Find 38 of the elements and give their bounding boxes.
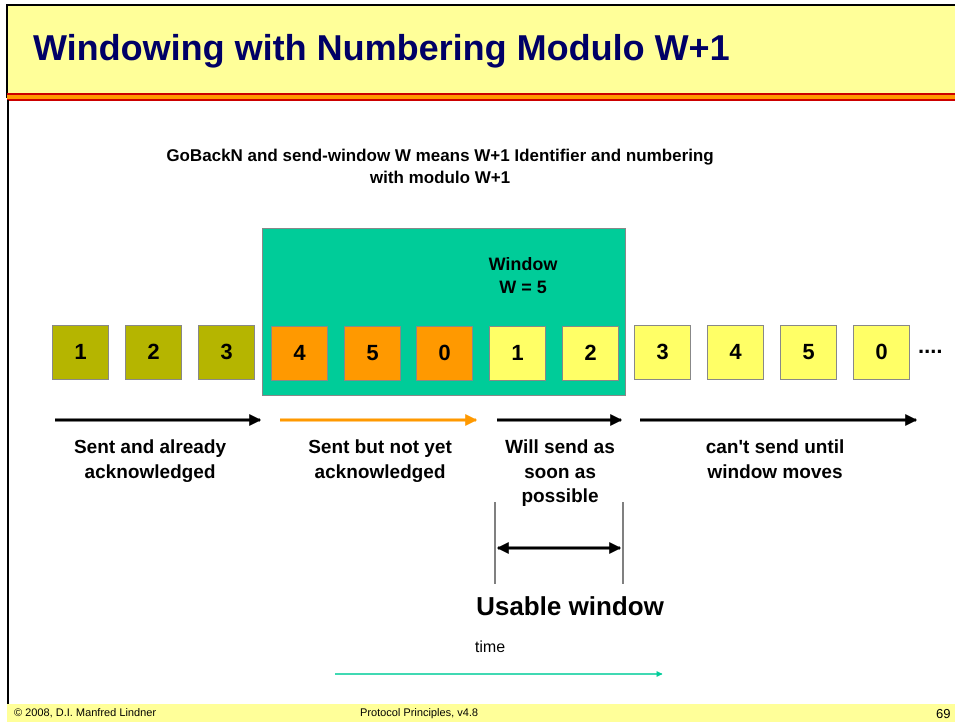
subtitle: GoBackN and send-window W means W+1 Identifier and numbering with modulo W+1 bbox=[165, 145, 715, 190]
footer-text: Protocol Principles, v4.8 bbox=[360, 706, 479, 720]
page-number: 69 bbox=[936, 706, 952, 722]
ellipsis: .... bbox=[918, 332, 944, 360]
footer-text: © 2008, D.I. Manfred Lindner bbox=[14, 706, 158, 720]
sequence-number: 4 bbox=[729, 338, 742, 366]
sequence-box bbox=[562, 326, 619, 381]
sequence-number: 3 bbox=[656, 338, 669, 366]
sequence-number: 0 bbox=[875, 338, 888, 366]
sequence-number: 5 bbox=[802, 338, 815, 366]
sequence-number: 4 bbox=[293, 339, 306, 368]
axis-label: time bbox=[474, 638, 506, 658]
sequence-number: 3 bbox=[220, 338, 233, 366]
sequence-box bbox=[271, 326, 328, 381]
window-label: Window W = 5 bbox=[488, 253, 558, 300]
sequence-number: 1 bbox=[74, 338, 87, 366]
sequence-number: 5 bbox=[366, 339, 379, 368]
sequence-box bbox=[853, 325, 910, 380]
axis-label: Usable window bbox=[475, 590, 665, 623]
sequence-box bbox=[416, 326, 473, 381]
sequence-box bbox=[344, 326, 401, 381]
caption: Will send as soon as possible bbox=[504, 436, 616, 510]
sequence-box bbox=[707, 325, 764, 380]
caption: can't send until window moves bbox=[704, 436, 846, 485]
caption: Sent but not yet acknowledged bbox=[307, 436, 453, 485]
sequence-box bbox=[198, 325, 255, 380]
sequence-number: 2 bbox=[147, 338, 160, 366]
sequence-box bbox=[125, 325, 182, 380]
slide-title: Windowing with Numbering Modulo W+1 bbox=[33, 27, 730, 69]
caption: Sent and already acknowledged bbox=[72, 436, 228, 485]
sequence-box bbox=[780, 325, 837, 380]
sequence-box bbox=[634, 325, 691, 380]
sequence-box bbox=[489, 326, 546, 381]
sequence-number: 0 bbox=[438, 339, 451, 368]
window-band bbox=[262, 228, 626, 396]
sequence-box bbox=[52, 325, 109, 380]
sequence-number: 2 bbox=[584, 339, 597, 368]
sequence-number: 1 bbox=[511, 339, 524, 368]
